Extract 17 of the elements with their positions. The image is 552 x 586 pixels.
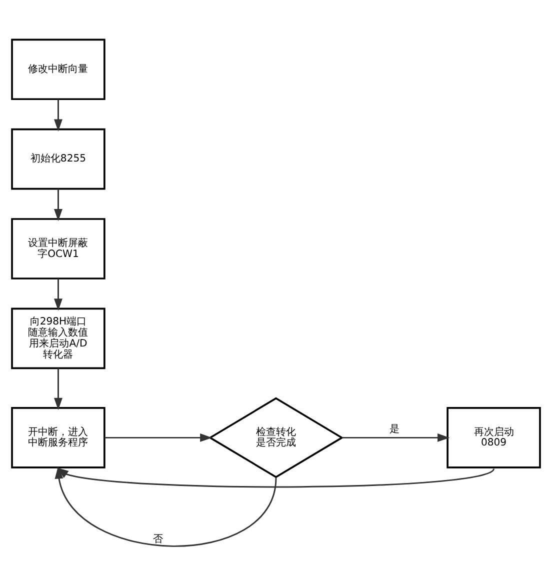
node-box: 修改中断向量 [11,38,106,100]
arrow [54,368,62,410]
arrow [54,189,62,222]
node-box: 初始化8255 [11,128,106,190]
arrow [54,99,62,132]
node-box: 向298H端口随意输入数值用来启动A/D转化器 [11,308,106,370]
edge-label: 是 [390,424,400,436]
arrow [104,433,212,442]
node-diamond: 检查转化是否完成 [208,397,344,478]
edge-label: 否 [152,534,163,545]
node-box: 开中断，进入中断服务程序 [11,407,106,468]
arrow [54,466,277,547]
node-box: 再次启动0809 [446,407,541,468]
node-box: 设置中断屏蔽字OCW1 [11,218,106,280]
arrow [342,433,450,442]
arrow [56,468,494,488]
arrow [54,278,62,311]
